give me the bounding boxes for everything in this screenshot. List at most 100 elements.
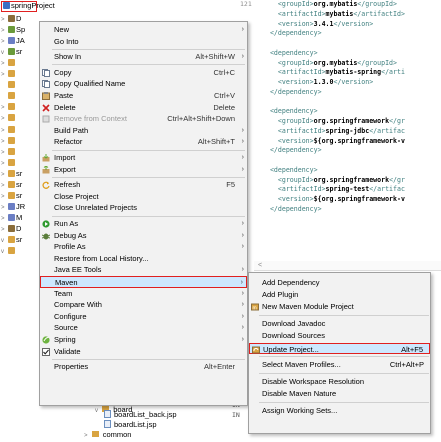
tree-row[interactable]: >Sp — [1, 24, 37, 35]
tree-row[interactable]: >JR — [1, 201, 37, 212]
maven-menu-item-download-sources[interactable]: Download Sources — [249, 330, 430, 342]
menu-item-run-as[interactable]: Run As› — [40, 218, 247, 230]
tree-row[interactable]: >sr — [1, 179, 37, 190]
menu-item-import[interactable]: Import› — [40, 152, 247, 164]
tree-row[interactable]: v — [1, 245, 37, 256]
chevron-right-icon[interactable]: > — [1, 17, 5, 23]
maven-menu-item-disable-maven-nature[interactable]: Disable Maven Nature — [249, 388, 430, 400]
tree-row[interactable]: > — [1, 157, 37, 168]
tree-row[interactable]: >D — [1, 223, 37, 234]
maven-menu-item-assign-working-sets[interactable]: Assign Working Sets... — [249, 405, 430, 417]
tree-row-label: D — [16, 14, 22, 23]
maven-menu-item-download-javadoc[interactable]: Download Javadoc — [249, 318, 430, 330]
menu-item-validate[interactable]: Validate — [40, 346, 247, 358]
chevron-right-icon: > — [84, 433, 88, 439]
tree-row[interactable] — [1, 90, 37, 101]
tree-row[interactable]: > — [1, 112, 37, 123]
xml-text: mybatis-spring — [325, 68, 382, 77]
tree-row[interactable]: > — [1, 146, 37, 157]
tree-row[interactable]: > — [1, 135, 37, 146]
chevron-down-icon[interactable]: v — [1, 249, 4, 255]
tree-node-icon — [8, 203, 15, 210]
chevron-right-icon[interactable]: > — [1, 128, 5, 134]
tree-row[interactable]: > — [1, 68, 37, 79]
editor-code[interactable]: <groupId>org.mybatis</groupId> <artifact… — [262, 0, 441, 260]
tree-folder-label: board — [113, 405, 133, 414]
chevron-right-icon[interactable]: > — [1, 227, 5, 233]
maven-menu-item-select-maven-profiles[interactable]: Select Maven Profiles...Ctrl+Alt+P — [249, 359, 430, 371]
menu-item-label: New — [54, 25, 70, 34]
chevron-right-icon[interactable]: > — [1, 205, 5, 211]
menu-item-maven[interactable]: Maven› — [40, 276, 247, 288]
tree-file-row[interactable]: boardList.jsp — [104, 419, 157, 430]
tree-row[interactable]: > — [1, 101, 37, 112]
chevron-right-icon[interactable]: > — [1, 194, 5, 200]
menu-item-configure[interactable]: Configure› — [40, 311, 247, 323]
chevron-right-icon[interactable]: > — [1, 72, 5, 78]
chevron-down-icon[interactable]: v — [1, 238, 4, 244]
chevron-right-icon[interactable]: > — [1, 61, 5, 67]
menu-item-source[interactable]: Source› — [40, 322, 247, 334]
menu-item-debug-as[interactable]: Debug As› — [40, 230, 247, 242]
tree-row[interactable] — [1, 79, 37, 90]
menu-item-spring[interactable]: Spring› — [40, 334, 247, 346]
tree-row[interactable]: >sr — [1, 190, 37, 201]
menu-item-shortcut: Ctrl+Alt+P — [389, 360, 424, 370]
chevron-right-icon[interactable]: > — [1, 105, 5, 111]
menu-item-close-unrelated-projects[interactable]: Close Unrelated Projects — [40, 202, 247, 214]
chevron-right-icon[interactable]: > — [1, 183, 5, 189]
tree-folder-common[interactable]: > common — [84, 429, 131, 440]
menu-item-export[interactable]: Export› — [40, 164, 247, 176]
chevron-right-icon[interactable]: > — [1, 39, 5, 45]
menu-item-new[interactable]: New› — [40, 24, 247, 36]
chevron-right-icon[interactable]: > — [1, 172, 5, 178]
tree-root-project[interactable]: springProject — [1, 1, 55, 12]
tree-row[interactable]: > — [1, 57, 37, 68]
tree-node-icon — [8, 137, 15, 144]
maven-menu-item-disable-workspace-resolution[interactable]: Disable Workspace Resolution — [249, 376, 430, 388]
menu-item-restore-from-local-history[interactable]: Restore from Local History... — [40, 253, 247, 265]
chevron-right-icon[interactable]: > — [1, 139, 5, 145]
menu-item-shortcut: Ctrl+V — [213, 91, 235, 100]
chevron-right-icon[interactable]: > — [1, 150, 5, 156]
menu-item-java-ee-tools[interactable]: Java EE Tools› — [40, 264, 247, 276]
menu-item-build-path[interactable]: Build Path› — [40, 125, 247, 137]
tree-file-row[interactable]: boardList_back.jsp — [104, 409, 177, 420]
tree-row[interactable]: > — [1, 124, 37, 135]
xml-tag-open: <artifactId> — [277, 9, 326, 18]
menu-item-compare-with[interactable]: Compare With› — [40, 299, 247, 311]
chevron-right-icon[interactable]: > — [1, 216, 5, 222]
menu-item-copy-qualified-name[interactable]: Copy Qualified Name — [40, 78, 247, 90]
tree-row[interactable]: >M — [1, 212, 37, 223]
indent — [262, 78, 278, 86]
xml-tag-close: </version> — [333, 19, 374, 28]
menu-item-team[interactable]: Team› — [40, 288, 247, 300]
tree-row[interactable]: >sr — [1, 168, 37, 179]
tree-row[interactable]: >D — [1, 13, 37, 24]
code-line: <dependency> — [262, 49, 441, 59]
menu-item-close-project[interactable]: Close Project — [40, 191, 247, 203]
maven-menu-item-add-dependency[interactable]: Add Dependency — [249, 277, 430, 289]
maven-menu-item-update-project[interactable]: Update Project...Alt+F5 — [249, 342, 430, 354]
menu-item-go-into[interactable]: Go Into — [40, 36, 247, 48]
chevron-right-icon[interactable]: > — [1, 161, 5, 167]
maven-menu-item-add-plugin[interactable]: Add Plugin — [249, 289, 430, 301]
tree-row[interactable]: >JA — [1, 35, 37, 46]
tree-folder-board[interactable]: v board — [95, 404, 132, 415]
menu-item-label: Export — [54, 164, 76, 174]
chevron-right-icon[interactable]: > — [1, 28, 5, 34]
chevron-right-icon[interactable]: > — [1, 116, 5, 122]
menu-item-profile-as[interactable]: Profile As› — [40, 241, 247, 253]
chevron-down-icon[interactable]: v — [1, 50, 4, 56]
